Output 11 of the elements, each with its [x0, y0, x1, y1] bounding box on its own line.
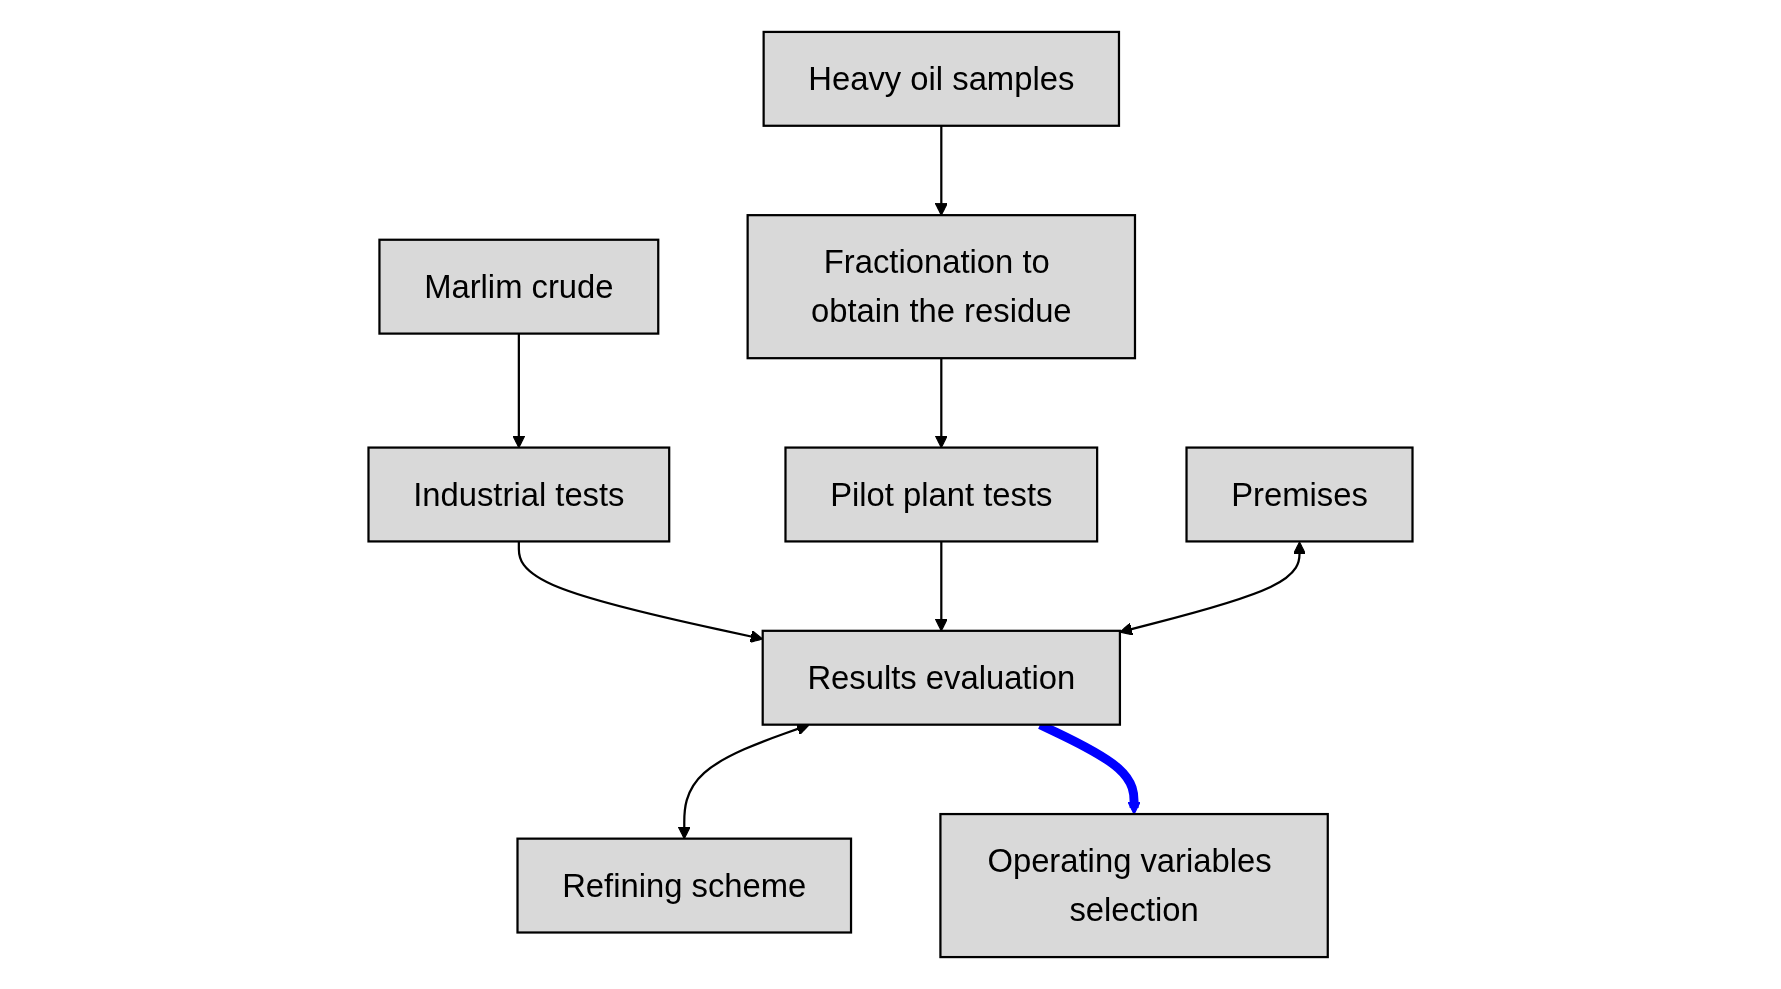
node-box: Pilot plant tests [784, 446, 1099, 543]
node-box: Marlim crude [378, 238, 660, 335]
node-box: Operating variables selection [939, 812, 1329, 959]
node-box: Heavy oil samples [762, 30, 1121, 127]
arrow [934, 125, 948, 216]
node-box: Industrial tests [367, 446, 671, 543]
node-box: Results evaluation [761, 629, 1122, 726]
node-box: Premises [1185, 446, 1414, 543]
node-box: Fractionation to obtain the residue [746, 214, 1137, 360]
node-box: Refining scheme [516, 837, 853, 934]
arrow [1119, 541, 1307, 636]
